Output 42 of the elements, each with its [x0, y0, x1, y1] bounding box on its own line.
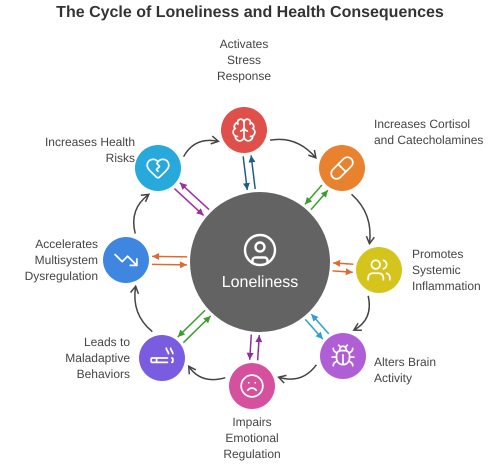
arrow: [182, 136, 220, 158]
arrow: [255, 335, 262, 360]
arrow: [333, 260, 354, 267]
arrow: [270, 138, 317, 159]
step-circle: [221, 107, 267, 153]
step-label: Accelerates Multisystem Dysregulation: [24, 236, 98, 284]
step-circle: [103, 237, 149, 283]
step-circle: [320, 333, 366, 379]
step-circle: [135, 145, 181, 191]
arrow: [174, 188, 204, 216]
step-label: Increases Cortisol and Catecholamines: [374, 116, 484, 148]
arrow: [246, 334, 254, 360]
arrow: [248, 155, 256, 190]
arrow: [278, 364, 317, 384]
arrow: [188, 366, 226, 380]
arrow: [351, 194, 375, 244]
arrow: [133, 194, 150, 234]
step-label: Activates Stress Response: [216, 36, 272, 84]
arrow: [242, 156, 250, 190]
arrow: [152, 261, 187, 268]
step-label: Promotes Systemic Inflammation: [412, 246, 482, 294]
arrow: [304, 318, 324, 340]
step-label: Alters Brain Activity: [374, 354, 438, 386]
arrow: [130, 286, 153, 332]
arrow: [332, 268, 353, 276]
node-label: Loneliness: [222, 274, 298, 292]
step-circle: [139, 335, 185, 381]
arrow: [179, 182, 210, 210]
arrow: [182, 315, 212, 344]
step-circle: [319, 145, 365, 191]
step-circle: [356, 247, 402, 293]
step-label: Leads to Maladaptive Behaviors: [64, 334, 130, 382]
arrow: [310, 314, 330, 334]
step-circle: [229, 363, 275, 409]
arrow: [177, 310, 206, 338]
arrow: [353, 296, 370, 331]
title: The Cycle of Loneliness and Health Consequences: [55, 4, 445, 22]
arrow: [152, 253, 188, 260]
step-label: Impairs Emotional Regulation: [222, 414, 282, 462]
step-label: Increases Health Risks: [44, 134, 135, 166]
arrow: [304, 184, 322, 205]
arrow: [310, 190, 328, 210]
